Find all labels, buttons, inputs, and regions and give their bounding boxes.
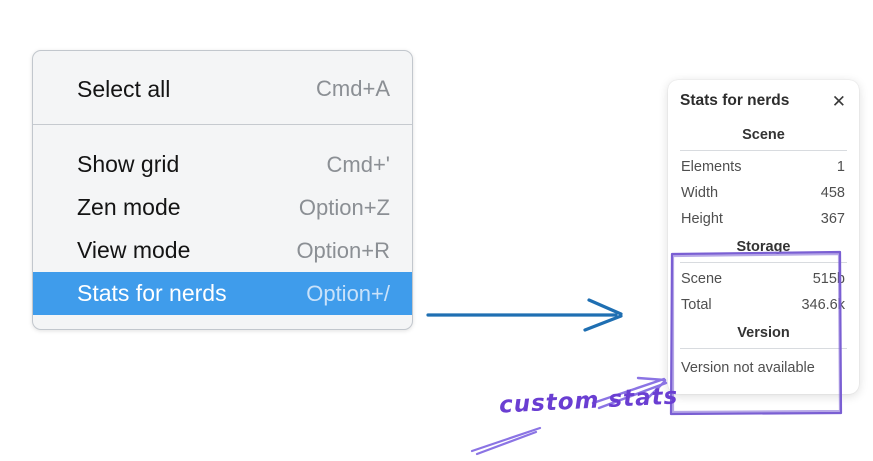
menu-item-shortcut: Option+R bbox=[296, 237, 390, 263]
stat-row: Width 458 bbox=[680, 180, 847, 206]
menu-item-label: Show grid bbox=[77, 151, 180, 177]
stats-panel-title: Stats for nerds bbox=[680, 92, 790, 109]
stat-label: Height bbox=[681, 211, 723, 227]
stats-panel-header: Stats for nerds ✕ bbox=[680, 92, 847, 110]
stats-panel: Stats for nerds ✕ Scene Elements 1 Width… bbox=[668, 80, 859, 394]
stat-label: Total bbox=[681, 297, 712, 313]
stat-value: 515b bbox=[812, 271, 845, 287]
stat-label: Elements bbox=[681, 159, 742, 175]
menu-item-shortcut: Cmd+' bbox=[326, 151, 391, 177]
stat-value: 1 bbox=[836, 159, 845, 175]
section-heading: Scene bbox=[680, 122, 847, 151]
context-menu: Select all Cmd+A Show grid Cmd+' Zen mod… bbox=[32, 50, 413, 330]
menu-item-label: Select all bbox=[77, 75, 171, 102]
flow-arrow bbox=[426, 298, 623, 332]
stat-value: 458 bbox=[820, 185, 845, 201]
annotation-underline-arrow bbox=[470, 426, 542, 456]
stats-section-scene: Scene Elements 1 Width 458 Height 367 bbox=[680, 122, 847, 232]
menu-item-view-mode[interactable]: View mode Option+R bbox=[33, 229, 412, 272]
menu-item-label: Stats for nerds bbox=[77, 280, 227, 306]
stats-section-storage: Storage Scene 515b Total 346.6k bbox=[680, 234, 847, 318]
stat-label: Scene bbox=[681, 271, 723, 287]
close-icon[interactable]: ✕ bbox=[831, 91, 846, 111]
stat-row: Elements 1 bbox=[680, 154, 847, 180]
section-heading: Storage bbox=[680, 234, 847, 263]
stats-section-version: Version Version not available bbox=[680, 320, 847, 378]
version-note: Version not available bbox=[681, 360, 815, 376]
menu-item-shortcut: Option+/ bbox=[306, 280, 390, 306]
menu-item-label: View mode bbox=[77, 237, 191, 263]
menu-item-zen-mode[interactable]: Zen mode Option+Z bbox=[33, 186, 412, 229]
section-heading: Version bbox=[680, 320, 847, 349]
stat-value: 346.6k bbox=[801, 297, 845, 313]
annotation-label: custom stats bbox=[498, 383, 679, 419]
stat-label: Width bbox=[681, 185, 719, 201]
stat-value: 367 bbox=[820, 211, 845, 227]
menu-item-stats-for-nerds[interactable]: Stats for nerds Option+/ bbox=[33, 272, 412, 315]
stat-row: Scene 515b bbox=[680, 266, 847, 292]
menu-item-shortcut: Option+Z bbox=[298, 194, 390, 220]
menu-item-show-grid[interactable]: Show grid Cmd+' bbox=[33, 143, 412, 186]
menu-item-select-all[interactable]: Select all Cmd+A bbox=[33, 63, 412, 115]
menu-item-shortcut: Cmd+A bbox=[316, 76, 390, 101]
menu-item-label: Zen mode bbox=[77, 194, 181, 220]
stat-row: Height 367 bbox=[680, 206, 847, 232]
stat-row: Total 346.6k bbox=[680, 292, 847, 318]
menu-divider bbox=[33, 124, 412, 125]
